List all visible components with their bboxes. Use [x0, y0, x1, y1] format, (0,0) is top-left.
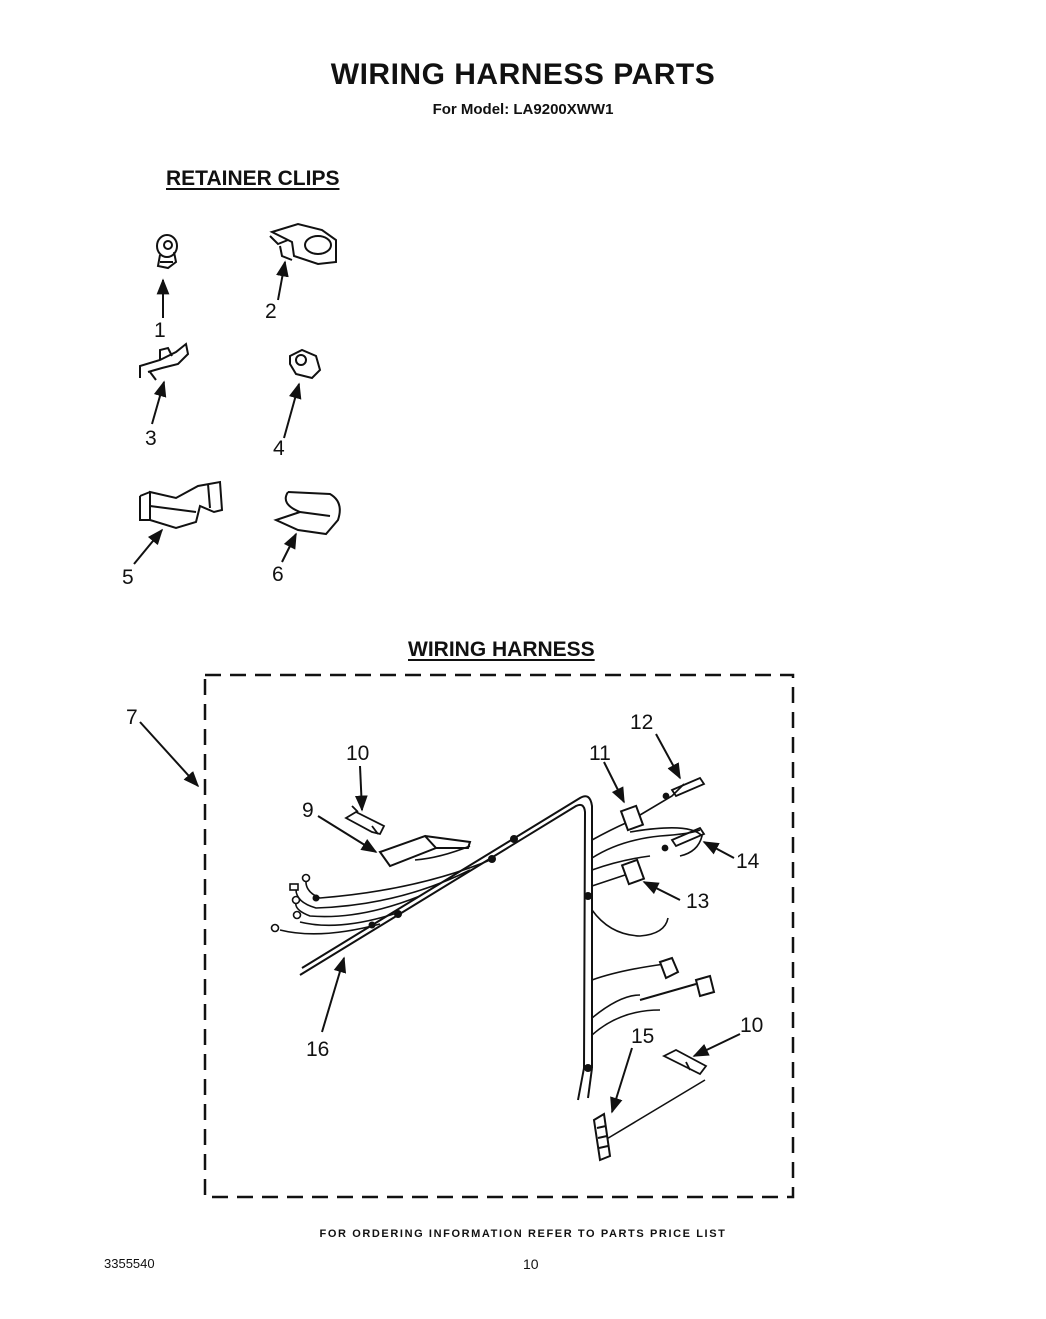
- clip-5-drawing: [139, 480, 224, 530]
- page-title: WIRING HARNESS PARTS: [330, 58, 716, 91]
- harness-right-wires: [591, 783, 706, 1141]
- clip-4-drawing: [289, 348, 322, 380]
- callout-6: 6: [272, 563, 284, 586]
- connector-9-drawing: [378, 834, 472, 868]
- callout-4: 4: [273, 437, 285, 460]
- callout-9: 9: [302, 799, 314, 822]
- terminal-10-left-drawing: [344, 805, 386, 836]
- callout-5: 5: [122, 566, 134, 589]
- document-number: 3355540: [104, 1256, 155, 1271]
- callout-3: 3: [145, 427, 157, 450]
- page-number: 10: [523, 1256, 539, 1272]
- clip-6-drawing: [273, 491, 341, 536]
- harness-dashed-border: [203, 673, 795, 1199]
- clip-2-drawing: [269, 222, 337, 266]
- harness-trunk: [299, 795, 593, 1101]
- harness-left-wires: [279, 845, 496, 935]
- callout-16: 16: [306, 1038, 329, 1061]
- callout-1: 1: [154, 319, 166, 342]
- callout-13: 13: [686, 890, 709, 913]
- clip-3-drawing: [139, 342, 190, 381]
- callout-10-right: 10: [740, 1014, 763, 1037]
- connector-13-drawing: [620, 858, 646, 886]
- retainer-clips-heading: RETAINER CLIPS: [166, 167, 340, 190]
- harness-trunk-clips: [312, 835, 592, 1072]
- ordering-note: FOR ORDERING INFORMATION REFER TO PARTS …: [319, 1228, 727, 1240]
- harness-left-terminals: [270, 873, 311, 933]
- terminal-14-drawing: [661, 826, 706, 852]
- terminal-10-right-drawing: [661, 1048, 708, 1076]
- clip-1-drawing: [156, 234, 178, 270]
- terminal-12-drawing: [662, 776, 706, 800]
- connector-11-drawing: [619, 804, 645, 832]
- callout-10-left: 10: [346, 742, 369, 765]
- clip-arrows: [133, 260, 302, 565]
- harness-arrows: [139, 721, 741, 1114]
- callout-2: 2: [265, 300, 277, 323]
- callout-7: 7: [126, 706, 138, 729]
- model-subtitle: For Model: LA9200XWW1: [432, 101, 614, 118]
- connector-15-drawing: [592, 1112, 612, 1162]
- callout-11: 11: [589, 742, 611, 765]
- wiring-harness-heading: WIRING HARNESS: [408, 638, 595, 661]
- plug-connectors-drawing: [639, 956, 716, 1001]
- callout-15: 15: [631, 1025, 654, 1048]
- callout-12: 12: [630, 711, 653, 734]
- callout-14: 14: [736, 850, 760, 873]
